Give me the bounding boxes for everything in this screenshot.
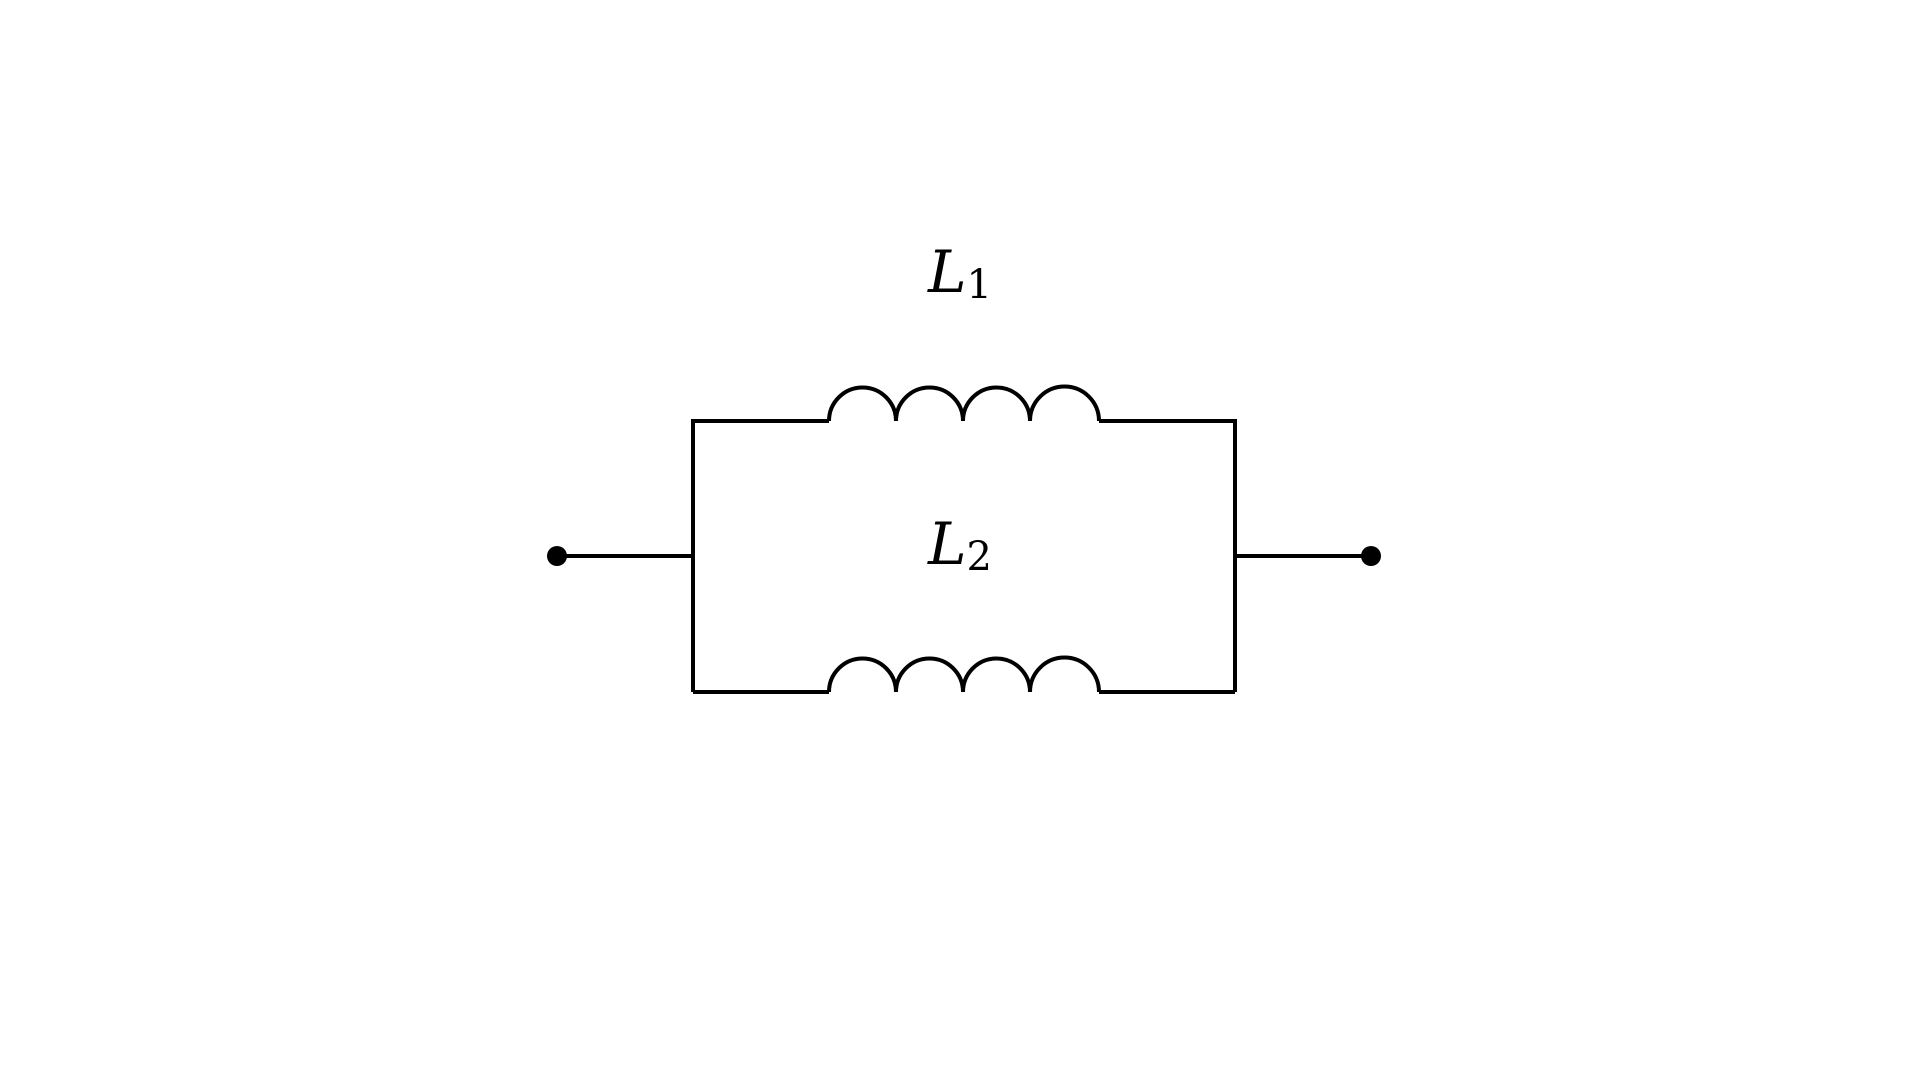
inductor-l2 (693, 655, 1235, 694)
label-l1: L1 (927, 238, 992, 308)
inductor-l1 (693, 384, 1235, 423)
l1-coil (827, 384, 1101, 422)
right-terminal (1361, 546, 1381, 566)
label-l2-subscript: 2 (967, 534, 992, 580)
label-l2-symbol: L (927, 510, 967, 578)
label-l1-subscript: 1 (967, 262, 992, 308)
label-l2: L2 (927, 510, 992, 580)
label-l1-symbol: L (927, 238, 967, 306)
l2-coil (827, 655, 1101, 693)
